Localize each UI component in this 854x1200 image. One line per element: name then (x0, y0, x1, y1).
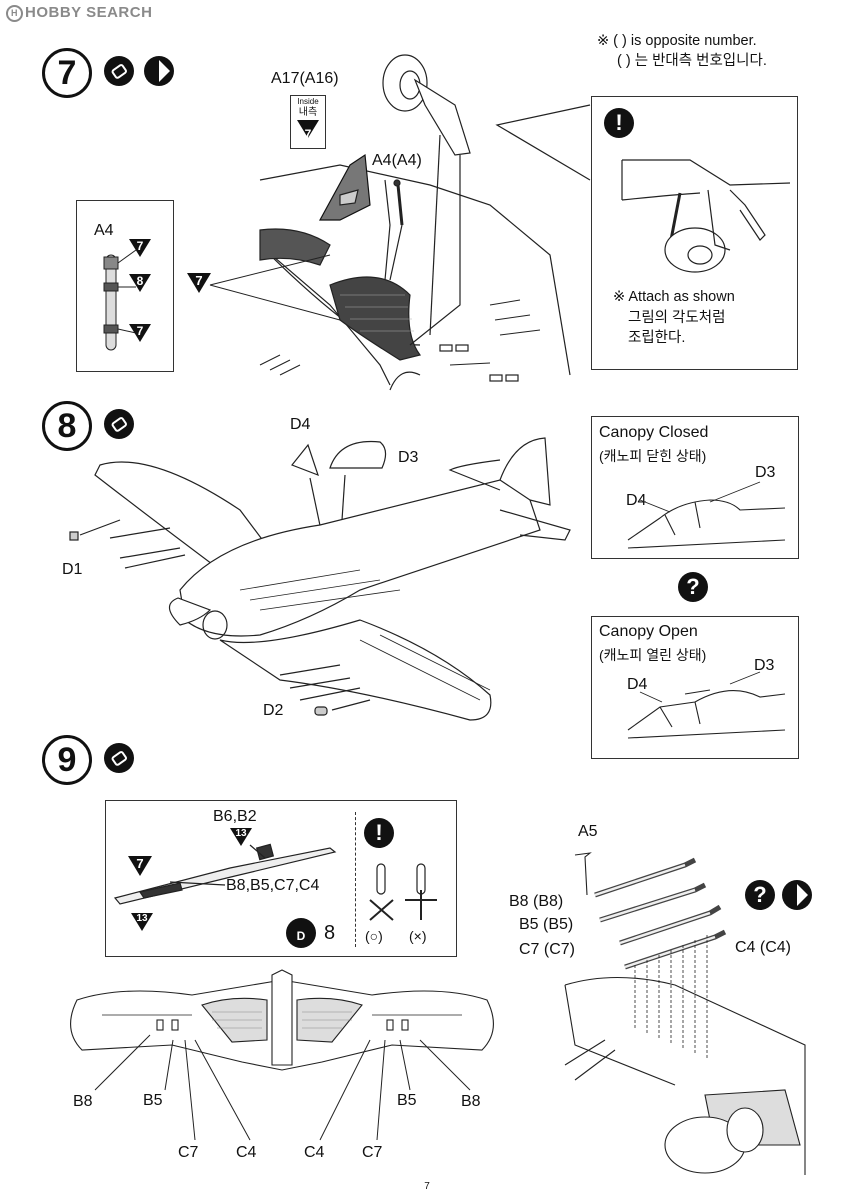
canopy-open-box (591, 616, 799, 759)
rocket-ok-ng-drawing (369, 863, 437, 921)
page-number: 7 (424, 1181, 430, 1192)
ng-mark: (×) (409, 928, 427, 944)
glue-icon-step8 (104, 409, 134, 439)
a4-tri-7-bottom (129, 324, 151, 342)
attach-gear-drawing (621, 159, 791, 273)
canopy-open-drawing (627, 671, 786, 739)
watermark-text: HOBBY SEARCH (25, 4, 153, 21)
bottom-b8-left: B8 (73, 1093, 93, 1110)
rocket-divider (355, 812, 356, 947)
aircraft-illustration (69, 437, 571, 721)
a4-part-drawing (103, 249, 137, 351)
inside-num: 7 (304, 127, 312, 141)
label-d1: D1 (62, 561, 83, 578)
label-a17: A17(A16) (271, 70, 339, 87)
a4-detail-box (76, 200, 174, 372)
a4-tri-7-bottom-label: 7 (136, 324, 144, 338)
rocket-tri-13-top (230, 828, 252, 846)
label-d2: D2 (263, 702, 284, 719)
a4-tri-7-top-label: 7 (136, 239, 144, 253)
rocket-tri-13-bottom-label: 13 (136, 913, 148, 924)
bottom-c4-left: C4 (236, 1144, 257, 1161)
label-d4: D4 (290, 416, 311, 433)
opposite-note-ko: ( ) 는 반대측 번호입니다. (617, 53, 767, 69)
canopy-closed-box (591, 416, 799, 559)
canopy-closed-ko: (캐노피 닫힌 상태) (599, 448, 707, 464)
right-paint-icon (782, 880, 812, 910)
inside-ko: 내측 (298, 107, 318, 118)
a4-label: A4 (94, 222, 114, 239)
bottom-b5-left: B5 (143, 1092, 163, 1109)
a4-tri-7-top (129, 239, 151, 257)
right-question-icon: ? (745, 880, 775, 910)
rocket-tri-7 (128, 856, 152, 876)
bottom-c4-right: C4 (304, 1144, 325, 1161)
a4-tri-8 (129, 274, 151, 292)
label-a4-a4: A4(A4) (372, 152, 422, 169)
step-7-number: 7 (42, 48, 92, 98)
right-label-c4: C4 (C4) (735, 939, 792, 956)
right-label-b8: B8 (B8) (509, 893, 564, 910)
question-icon: ? (678, 572, 708, 602)
step-9-number: 9 (42, 735, 92, 785)
canopy-open-title: Canopy Open (599, 623, 698, 640)
attach-note-en: ※ Attach as shown (613, 289, 735, 305)
step-8-number: 8 (42, 401, 92, 451)
glue-icon (104, 56, 134, 86)
bottom-b8-right: B8 (461, 1093, 481, 1110)
open-d4: D4 (627, 676, 648, 693)
bottom-c7-right: C7 (362, 1144, 383, 1161)
decal-icon: D (286, 918, 316, 948)
label-b8list: B8,B5,C7,C4 (226, 877, 320, 894)
wing-gear-illustration (209, 54, 571, 391)
label-b6b2: B6,B2 (213, 808, 257, 825)
watermark-mark: H (6, 5, 23, 22)
bottom-c7-left: C7 (178, 1144, 199, 1161)
inside-tag: Inside 내측 7 (290, 95, 326, 149)
canopy-closed-drawing (627, 481, 786, 549)
attach-note-ko1: 그림의 각도처럼 (628, 310, 726, 326)
rocket-exclamation-icon: ! (364, 818, 394, 848)
canopy-open-ko: (캐노피 열린 상태) (599, 647, 707, 663)
bottom-b5-right: B5 (397, 1092, 417, 1109)
rocket-drawing (113, 843, 337, 905)
glue-icon-step9 (104, 743, 134, 773)
underwing-drawing (70, 969, 494, 1071)
ok-mark: (○) (365, 928, 383, 944)
rocket-tri-7-label: 7 (136, 856, 144, 871)
right-label-b5: B5 (B5) (519, 916, 574, 933)
label-d3: D3 (398, 449, 419, 466)
rocket-detail-box (105, 800, 457, 957)
decal-number: 8 (324, 922, 336, 944)
open-d3: D3 (754, 657, 775, 674)
attach-note-ko2: 조립한다. (628, 330, 686, 346)
bottom-leader-lines (94, 1034, 471, 1141)
closed-d4: D4 (626, 492, 647, 509)
right-label-c7: C7 (C7) (519, 941, 576, 958)
callout-pointer (495, 104, 591, 181)
rocket-tri-13-top-label: 13 (235, 828, 247, 839)
step7-tri-7-label: 7 (195, 273, 203, 288)
rocket-tri-13-bottom (131, 913, 153, 931)
closed-d3: D3 (755, 464, 776, 481)
paint-icon (144, 56, 174, 86)
wing-rocket-rack-drawing (564, 852, 806, 1175)
exclamation-icon: ! (604, 108, 634, 138)
opposite-note-en: ※ ( ) is opposite number. (597, 33, 757, 49)
step7-tri-7 (187, 273, 211, 293)
canopy-closed-title: Canopy Closed (599, 424, 709, 441)
right-label-a5: A5 (578, 823, 598, 840)
inside-en: Inside (297, 97, 319, 106)
a4-tri-8-label: 8 (136, 274, 144, 288)
